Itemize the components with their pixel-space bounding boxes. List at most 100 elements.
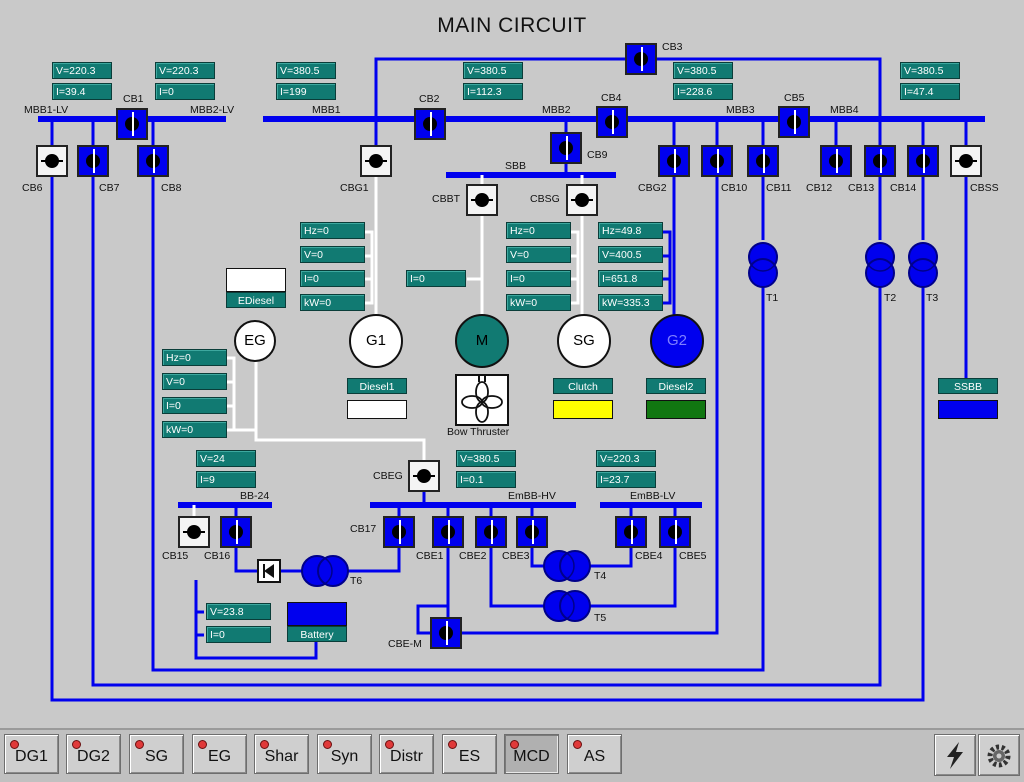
diesel2-status-indicator xyxy=(646,400,706,419)
meter-mbb1-voltage: V=380.5 xyxy=(276,62,336,79)
tab-es[interactable]: ES xyxy=(442,734,497,774)
tab-eg[interactable]: EG xyxy=(192,734,247,774)
circuit-breaker-cbe1[interactable] xyxy=(432,516,464,548)
breaker-label-cb4: CB4 xyxy=(601,92,622,104)
alarm-led-icon xyxy=(385,740,394,749)
meter-eg-current: I=0 xyxy=(162,397,227,414)
tab-as[interactable]: AS xyxy=(567,734,622,774)
meter-mbb1-lv-voltage: V=220.3 xyxy=(52,62,112,79)
meter-sg-frequency: Hz=0 xyxy=(506,222,571,239)
bow-thruster-caption: Bow Thruster xyxy=(447,426,510,438)
tab-label: Shar xyxy=(264,748,299,765)
meter-g1-frequency: Hz=0 xyxy=(300,222,365,239)
busbar-label-mbb2-lv: MBB2-LV xyxy=(190,104,235,116)
circuit-breaker-cb15[interactable] xyxy=(178,516,210,548)
circuit-breaker-cbe4[interactable] xyxy=(615,516,647,548)
transformer-label-t6: T6 xyxy=(350,575,363,587)
breaker-label-cb2: CB2 xyxy=(419,93,440,105)
circuit-breaker-cb7[interactable] xyxy=(77,145,109,177)
meter-g1-voltage: V=0 xyxy=(300,246,365,263)
circuit-breaker-cb11[interactable] xyxy=(747,145,779,177)
propeller-icon xyxy=(455,374,509,426)
breaker-label-cb9: CB9 xyxy=(587,149,608,161)
circuit-breaker-cbsg[interactable] xyxy=(566,184,598,216)
breaker-label-cbss: CBSS xyxy=(970,182,999,194)
tab-label: EG xyxy=(207,748,232,765)
circuit-breaker-cbg2[interactable] xyxy=(658,145,690,177)
tab-shar[interactable]: Shar xyxy=(254,734,309,774)
circuit-breaker-cb12[interactable] xyxy=(820,145,852,177)
circuit-breaker-cbg1[interactable] xyxy=(360,145,392,177)
circuit-breaker-cb1[interactable] xyxy=(116,108,148,140)
meter-eg-frequency: Hz=0 xyxy=(162,349,227,366)
breaker-label-cbe3: CBE3 xyxy=(502,550,530,562)
gear-icon xyxy=(987,744,1011,768)
battery-nameplate: Battery xyxy=(287,626,347,642)
circuit-breaker-cb4[interactable] xyxy=(596,106,628,138)
circuit-breaker-cb9[interactable] xyxy=(550,132,582,164)
tab-dg2[interactable]: DG2 xyxy=(66,734,121,774)
diode-icon xyxy=(257,559,281,583)
breaker-label-cb7: CB7 xyxy=(99,182,120,194)
breaker-label-cb5: CB5 xyxy=(784,92,805,104)
circuit-breaker-cb16[interactable] xyxy=(220,516,252,548)
meter-g2-voltage: V=400.5 xyxy=(598,246,663,263)
wiring-diagram xyxy=(38,57,985,702)
alarm-led-icon xyxy=(10,740,19,749)
generator-g1[interactable]: G1 xyxy=(349,314,403,368)
tab-label: DG2 xyxy=(77,748,110,765)
tab-syn[interactable]: Syn xyxy=(317,734,372,774)
circuit-breaker-cb13[interactable] xyxy=(864,145,896,177)
circuit-breaker-cbe5[interactable] xyxy=(659,516,691,548)
bow-thruster-motor[interactable]: M xyxy=(455,314,509,368)
transformer-t6-icon xyxy=(301,555,349,587)
circuit-breaker-cb10[interactable] xyxy=(701,145,733,177)
breaker-label-cb14: CB14 xyxy=(890,182,917,194)
meter-mbb2-current: I=112.3 xyxy=(463,83,523,100)
circuit-breaker-cbeg[interactable] xyxy=(408,460,440,492)
settings-button[interactable] xyxy=(978,734,1020,776)
tab-label: Distr xyxy=(390,748,423,765)
breaker-label-cbeg: CBEG xyxy=(373,470,403,482)
busbar-label-mbb3: MBB3 xyxy=(726,104,755,116)
circuit-breaker-cb14[interactable] xyxy=(907,145,939,177)
meter-embb-hv-voltage: V=380.5 xyxy=(456,450,516,467)
tab-sg[interactable]: SG xyxy=(129,734,184,774)
breaker-label-cb13: CB13 xyxy=(848,182,875,194)
generator-g2[interactable]: G2 xyxy=(650,314,704,368)
transformer-t5-icon xyxy=(543,590,591,622)
meter-eg-power: kW=0 xyxy=(162,421,227,438)
circuit-breaker-cb6[interactable] xyxy=(36,145,68,177)
circuit-breaker-cbbt[interactable] xyxy=(466,184,498,216)
alarm-led-icon xyxy=(510,740,519,749)
circuit-breaker-cbe2[interactable] xyxy=(475,516,507,548)
tab-distr[interactable]: Distr xyxy=(379,734,434,774)
meter-mbb2-lv-current: I=0 xyxy=(155,83,215,100)
lightning-button[interactable] xyxy=(934,734,976,776)
breaker-label-cb8: CB8 xyxy=(161,182,182,194)
tab-mcd[interactable]: MCD xyxy=(504,734,559,774)
circuit-breaker-cb8[interactable] xyxy=(137,145,169,177)
emergency-generator[interactable]: EG xyxy=(234,320,276,362)
circuit-breaker-cb3[interactable] xyxy=(625,43,657,75)
energized-wiring xyxy=(50,57,968,702)
ediesel-status-indicator xyxy=(226,268,286,292)
breaker-label-cbe5: CBE5 xyxy=(679,550,707,562)
transformer-label-t5: T5 xyxy=(594,612,607,624)
breaker-label-cbbt: CBBT xyxy=(432,193,461,205)
circuit-breaker-cb5[interactable] xyxy=(778,106,810,138)
meter-g1-current: I=0 xyxy=(300,270,365,287)
circuit-breaker-cbe3[interactable] xyxy=(516,516,548,548)
breaker-label-cb16: CB16 xyxy=(204,550,231,562)
diesel1-nameplate: Diesel1 xyxy=(347,378,407,394)
tab-dg1[interactable]: DG1 xyxy=(4,734,59,774)
clutch-status-indicator xyxy=(553,400,613,419)
battery-status-indicator xyxy=(287,602,347,626)
circuit-breaker-cb2[interactable] xyxy=(414,108,446,140)
circuit-breaker-cb17[interactable] xyxy=(383,516,415,548)
breaker-label-cbg1: CBG1 xyxy=(340,182,369,194)
circuit-breaker-cbss[interactable] xyxy=(950,145,982,177)
circuit-breaker-cbe-m[interactable] xyxy=(430,617,462,649)
busbar-label-sbb: SBB xyxy=(505,160,527,172)
shaft-generator[interactable]: SG xyxy=(557,314,611,368)
